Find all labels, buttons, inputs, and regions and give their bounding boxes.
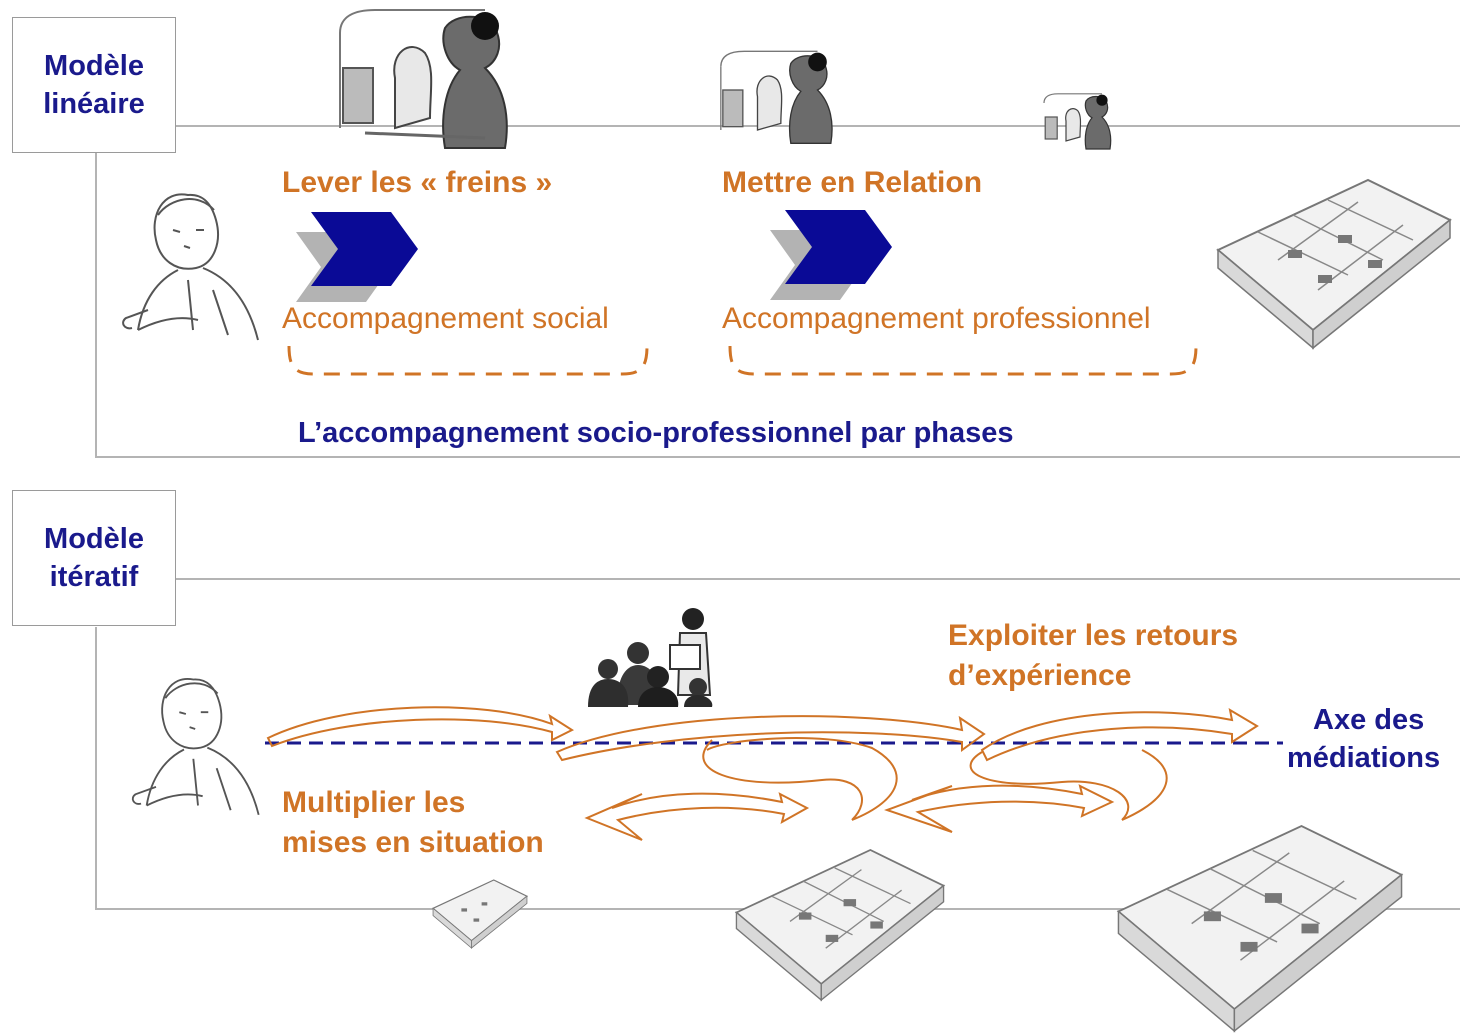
chevron-arrow-icon [770, 210, 892, 300]
person-sketch-icon [131, 678, 260, 816]
axis-label-line2: médiations [1287, 742, 1441, 774]
iterative-model-label-line2: itératif [49, 561, 139, 593]
iterative-left-text-line1: Multiplier les [282, 786, 466, 819]
linear-model-label: Modèle linéaire [12, 17, 176, 153]
iterative-left-line [95, 627, 97, 910]
office-floorplan-icon [1216, 178, 1452, 350]
iterative-top-line [176, 578, 1460, 580]
mediation-axis [265, 741, 1283, 745]
phase2-subtitle: Accompagnement professionnel [722, 302, 1151, 335]
linear-caption: L’accompagnement socio-professionnel par… [298, 417, 1014, 449]
phase1-bracket [287, 345, 649, 376]
person-sketch-icon [122, 193, 259, 341]
linear-left-line [95, 152, 97, 458]
chevron-arrow-icon [296, 212, 418, 302]
iterative-model-label-line1: Modèle [44, 523, 144, 555]
office-floorplan-icon [734, 849, 946, 1002]
circular-arrow-icon [266, 706, 1259, 841]
office-floorplan-icon [1116, 824, 1404, 1033]
phase1-title: Lever les « freins » [282, 166, 553, 199]
meeting-group-icon [588, 608, 713, 707]
iterative-right-text-line2: d’expérience [948, 659, 1132, 692]
iterative-right-text-line1: Exploiter les retours [948, 619, 1239, 652]
interview-icon [720, 50, 833, 144]
phase1-subtitle: Accompagnement social [282, 302, 609, 335]
interview-icon [339, 9, 508, 149]
interview-icon [1043, 93, 1112, 150]
linear-model-label-line2: linéaire [43, 88, 145, 120]
axis-label-line1: Axe des [1313, 704, 1425, 736]
linear-model-label-line1: Modèle [44, 50, 144, 82]
phase2-title: Mettre en Relation [722, 166, 983, 199]
iterative-left-text-line2: mises en situation [282, 826, 544, 859]
phase2-bracket [728, 345, 1198, 376]
office-floorplan-icon [431, 879, 529, 949]
iterative-model-label: Modèle itératif [12, 490, 176, 626]
linear-bottom-line [95, 456, 1460, 458]
